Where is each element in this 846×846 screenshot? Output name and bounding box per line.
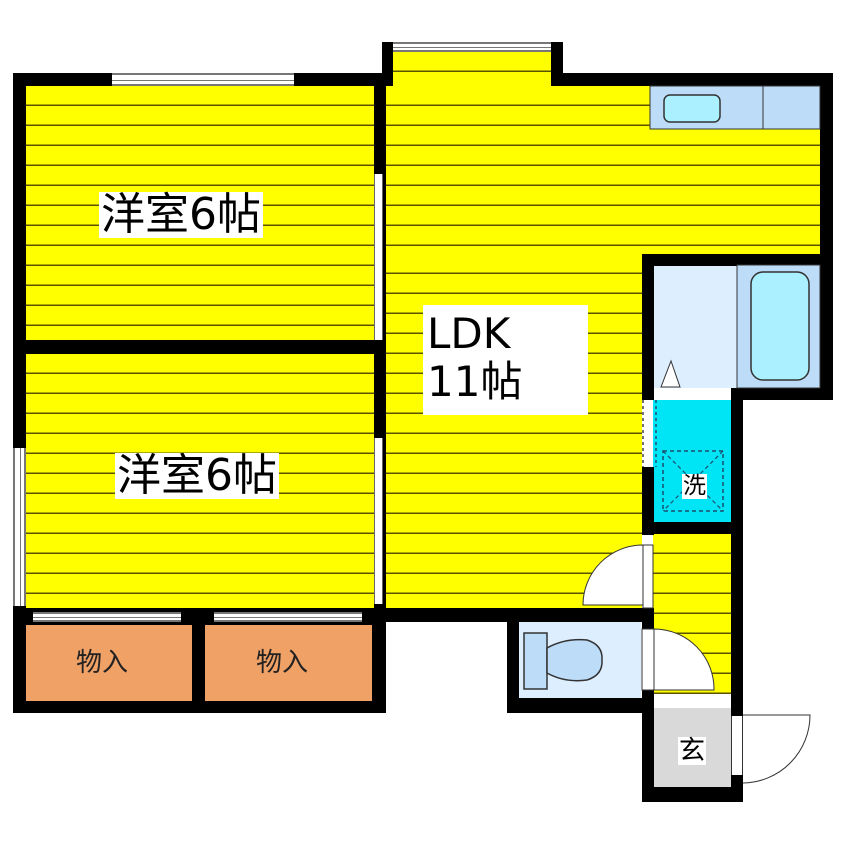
bath-door-opening[interactable] xyxy=(657,388,727,400)
window-top-alcove xyxy=(393,42,551,52)
western-room-lower-label: 洋室6帖 xyxy=(115,450,279,501)
entrance-door-swing[interactable] xyxy=(742,714,811,784)
sliding-door-lower-room[interactable] xyxy=(374,438,383,604)
wall-entrance-bottom xyxy=(642,787,743,802)
wall-top-right xyxy=(551,73,833,86)
ldk-label-line2: 11帖 xyxy=(427,357,523,406)
western-room-upper-label: 洋室6帖 xyxy=(99,189,263,240)
wall-bath-left xyxy=(642,254,654,400)
toilet-icon xyxy=(523,632,603,690)
laundry-label: 洗 xyxy=(682,473,707,499)
closet-left xyxy=(25,625,192,701)
window-left-western-lower xyxy=(13,448,26,606)
wall-toilet-bottom xyxy=(507,698,654,713)
ldk-floor xyxy=(386,86,820,254)
wall-closet-right xyxy=(372,608,386,713)
wall-laundry-bottom xyxy=(642,522,743,534)
wall-closet-bottom xyxy=(13,701,386,713)
entrance-label: 玄 xyxy=(678,736,707,766)
sliding-door-upper-room[interactable] xyxy=(374,174,383,340)
ldk-label: LDK 11帖 xyxy=(423,305,588,415)
wall-between-western-rooms xyxy=(13,340,386,354)
entrance-door-opening[interactable] xyxy=(731,716,743,775)
toilet-door-swing[interactable] xyxy=(641,628,715,691)
wall-bath-top xyxy=(642,254,833,266)
closet-door-left[interactable] xyxy=(33,612,181,622)
western-room-lower-floor xyxy=(25,354,374,608)
ldk-label-line1: LDK xyxy=(427,309,511,358)
wall-laundry-left xyxy=(642,467,654,535)
wall-entrance-left xyxy=(642,698,654,802)
wall-hall-right xyxy=(731,388,743,716)
closet-right xyxy=(205,625,372,701)
closet-left-label: 物入 xyxy=(76,648,129,678)
closet-right-label: 物入 xyxy=(256,648,309,678)
faucet-icon xyxy=(660,359,681,388)
wall-toilet-left xyxy=(507,608,519,713)
wall-alcove-left xyxy=(382,42,393,86)
window-top-western xyxy=(112,73,294,86)
balcony-alcove-floor xyxy=(393,52,551,88)
kitchen-counter-icon xyxy=(649,85,821,130)
wall-bath-bottom xyxy=(731,388,833,400)
wall-closet-divider xyxy=(192,608,205,713)
closet-door-right[interactable] xyxy=(214,612,362,622)
wall-right xyxy=(820,73,833,400)
wall-hall-left-short xyxy=(642,608,654,630)
ldk-hall-door-swing[interactable] xyxy=(582,544,654,609)
wall-entrance-right xyxy=(731,775,743,802)
laundry-area xyxy=(653,400,731,522)
bathtub-icon xyxy=(736,264,821,389)
